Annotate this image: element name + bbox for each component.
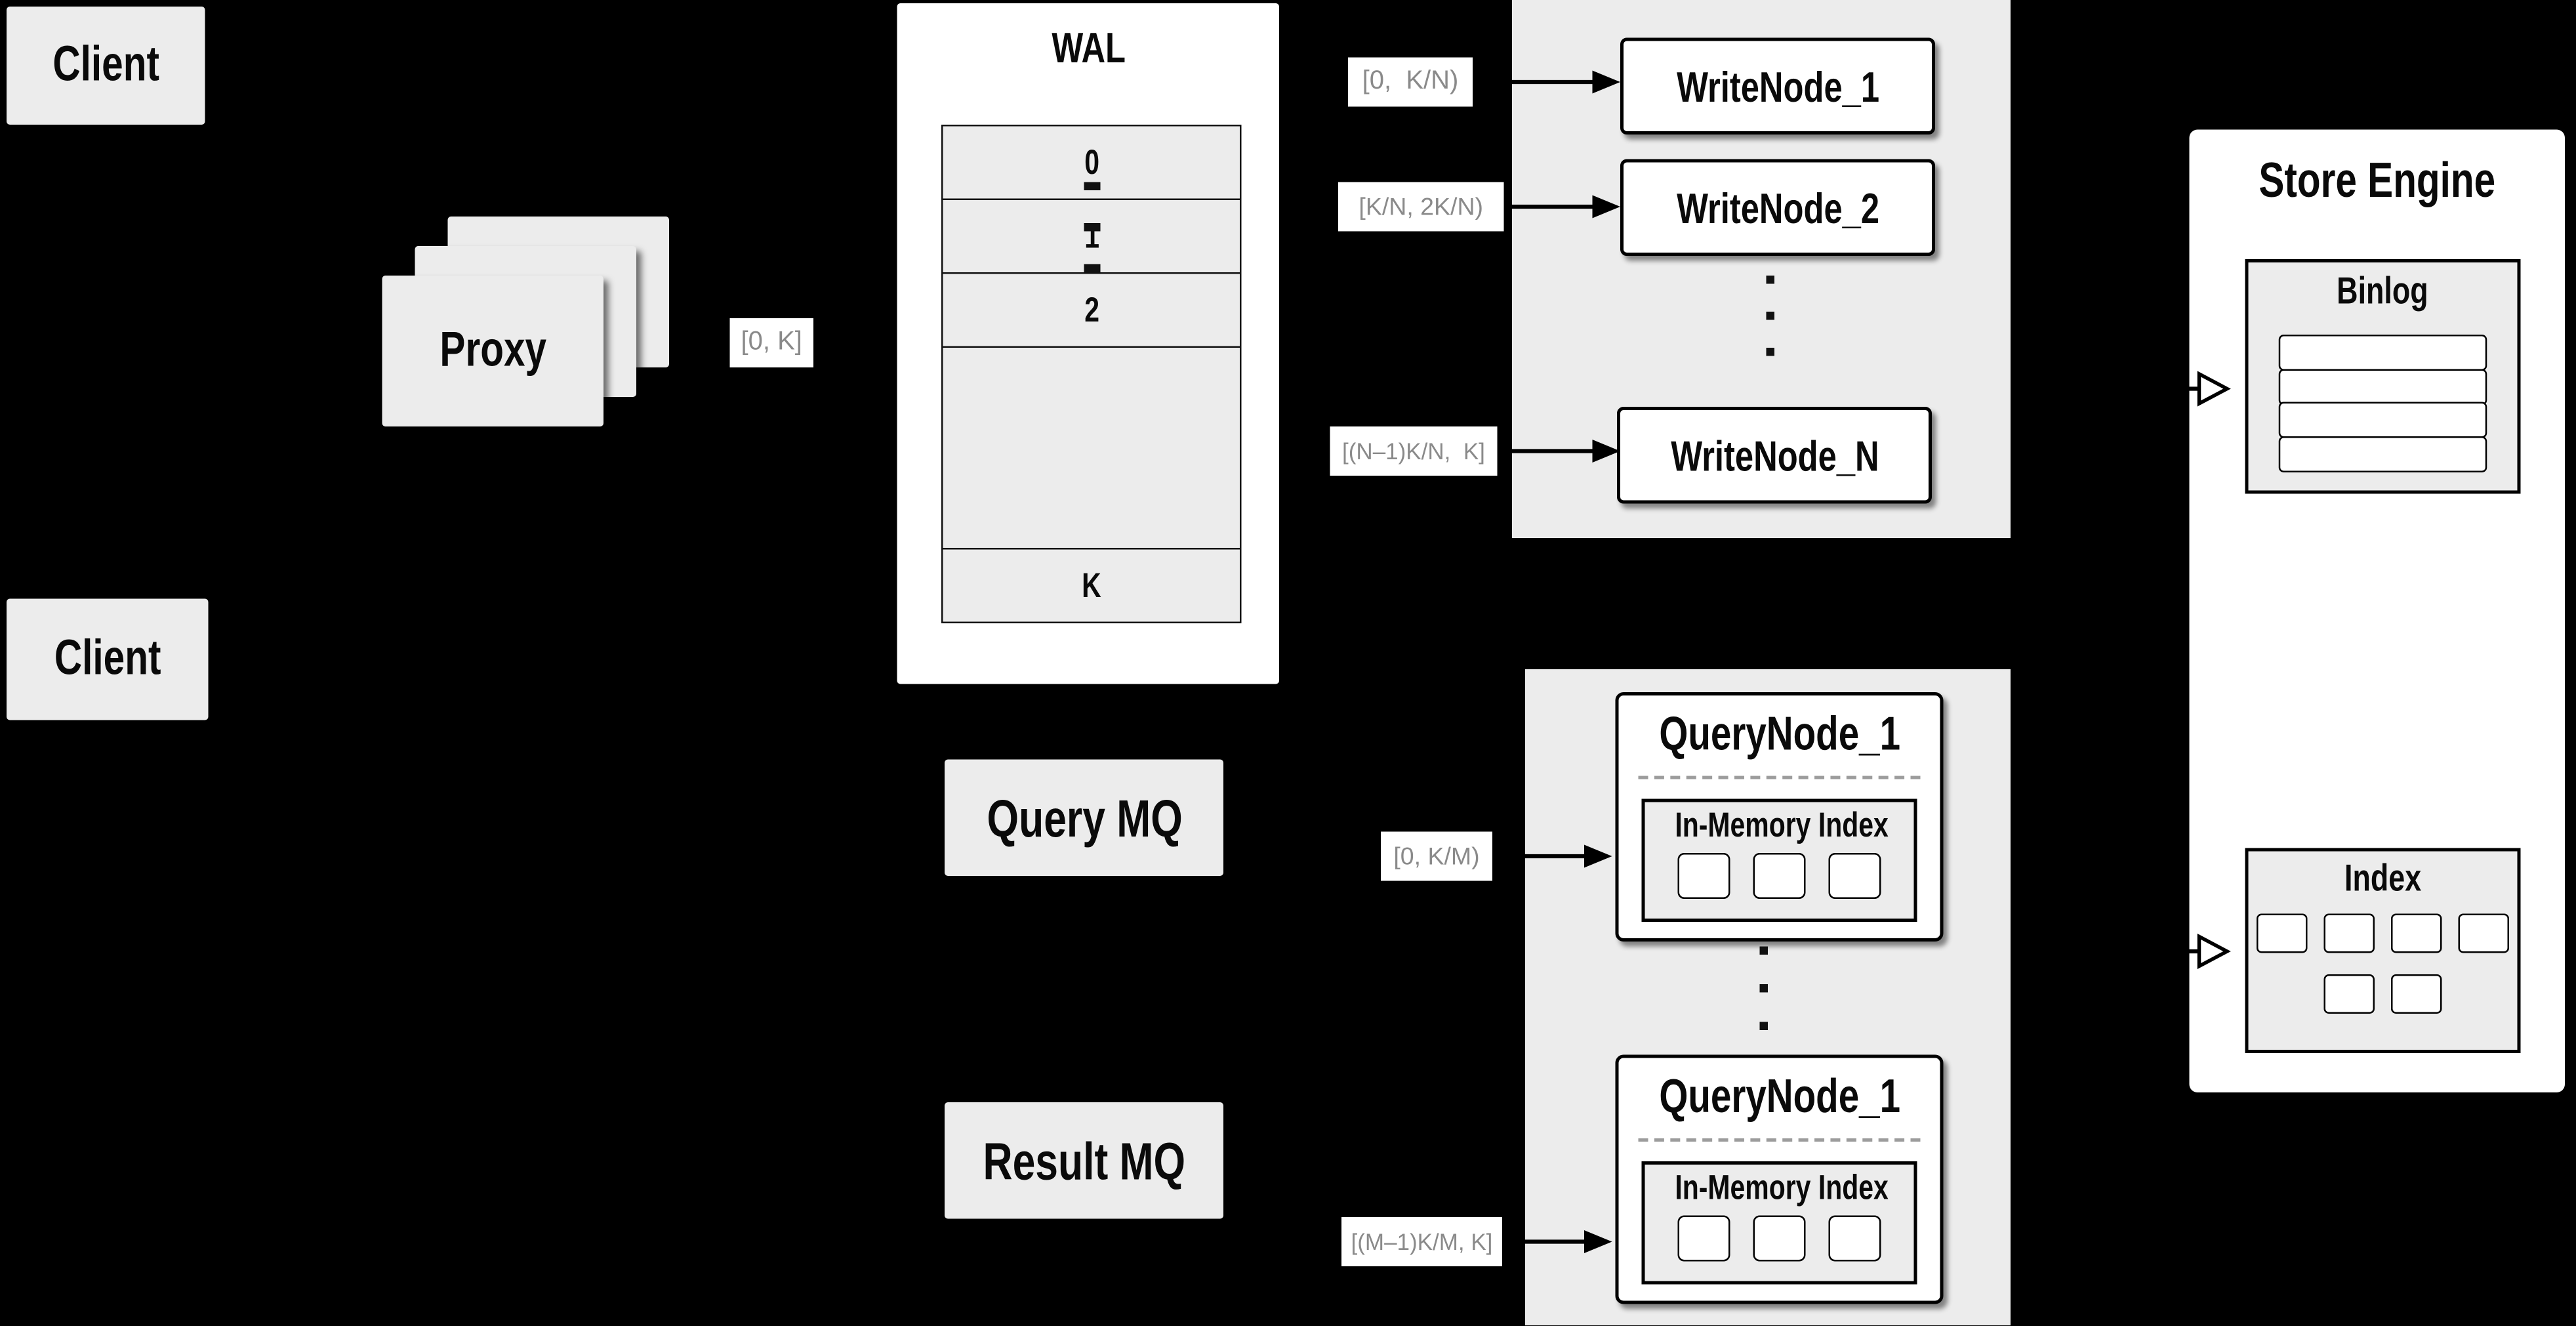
range-chip-writenode-1: [0, K/N) bbox=[1348, 57, 1473, 107]
wal-segment-k: K bbox=[943, 549, 1240, 622]
arrowhead-filled-icon bbox=[1592, 440, 1620, 463]
result-mq-box: Result MQ bbox=[945, 1102, 1223, 1219]
range-chip-querynode-1: [0, K/M) bbox=[1381, 831, 1492, 881]
writenode-2-label: WriteNode_2 bbox=[1676, 182, 1879, 232]
index-cell bbox=[2257, 913, 2308, 953]
writenode-1: WriteNode_1 bbox=[1620, 37, 1935, 135]
ellipsis-dot-icon bbox=[1759, 946, 1768, 955]
memory-cell bbox=[1828, 1215, 1881, 1262]
querynode-m-title: QueryNode_1 bbox=[1658, 1071, 1900, 1124]
writenode-n: WriteNode_N bbox=[1617, 407, 1932, 504]
range-chip-writenode-n: [(N–1)K/N, K] bbox=[1330, 426, 1498, 476]
ellipsis-dash-icon bbox=[1083, 264, 1100, 272]
querynode-divider bbox=[1638, 1138, 1921, 1142]
index-cell bbox=[2391, 913, 2442, 953]
binlog-row bbox=[2278, 368, 2487, 405]
arrowhead-filled-icon bbox=[1584, 844, 1612, 868]
ellipsis-dot-icon bbox=[1759, 984, 1768, 993]
arrowhead-open-icon bbox=[2197, 371, 2231, 407]
in-memory-index-box-m: In-Memory Index bbox=[1641, 1161, 1917, 1285]
arrowhead-open-icon bbox=[2197, 933, 2231, 970]
store-engine-panel: Store Engine Binlog Index bbox=[2189, 129, 2565, 1092]
wal-segment-list: 0 1 2 K bbox=[941, 125, 1242, 623]
memory-cell bbox=[1753, 1215, 1806, 1262]
ellipsis-dot-icon bbox=[1766, 276, 1774, 284]
index-title: Index bbox=[2344, 856, 2422, 899]
index-cell bbox=[2323, 913, 2375, 953]
in-memory-index-title: In-Memory Index bbox=[1675, 807, 1889, 845]
client-top-label: Client bbox=[52, 37, 159, 92]
wal-segment-ellipsis bbox=[943, 182, 1240, 550]
ellipsis-dash-icon bbox=[1083, 223, 1100, 231]
index-cell-grid bbox=[2249, 913, 2518, 1014]
arrowhead-filled-icon bbox=[1592, 195, 1620, 218]
binlog-box: Binlog bbox=[2245, 259, 2521, 494]
client-bottom-label: Client bbox=[54, 631, 161, 686]
in-memory-index-title: In-Memory Index bbox=[1675, 1169, 1889, 1207]
writenode-1-label: WriteNode_1 bbox=[1676, 61, 1879, 111]
result-mq-label: Result MQ bbox=[983, 1130, 1185, 1190]
range-chip-querynode-m: [(M–1)K/M, K] bbox=[1341, 1217, 1502, 1266]
index-box: Index bbox=[2245, 848, 2521, 1053]
binlog-row bbox=[2278, 435, 2487, 472]
writenode-n-label: WriteNode_N bbox=[1670, 430, 1879, 480]
wal-title: WAL bbox=[1051, 23, 1126, 72]
querynode-divider bbox=[1638, 776, 1921, 779]
ellipsis-dot-icon bbox=[1766, 348, 1774, 356]
memory-cell-row bbox=[1645, 853, 1914, 899]
proxy-card-front: Proxy bbox=[382, 276, 603, 426]
memory-cell-row bbox=[1645, 1215, 1914, 1262]
ellipsis-dash-icon bbox=[1083, 182, 1100, 190]
ellipsis-dot-icon bbox=[1766, 312, 1774, 320]
binlog-title: Binlog bbox=[2337, 269, 2429, 312]
querynode-1: QueryNode_1 In-Memory Index bbox=[1615, 692, 1944, 942]
range-chip-writenode-2: [K/N, 2K/N) bbox=[1338, 182, 1504, 232]
store-engine-title: Store Engine bbox=[2259, 154, 2496, 209]
ellipsis-dot-icon bbox=[1759, 1022, 1768, 1030]
client-box-bottom: Client bbox=[7, 598, 209, 720]
binlog-row bbox=[2278, 335, 2487, 371]
memory-cell bbox=[1677, 853, 1730, 899]
writenode-2: WriteNode_2 bbox=[1620, 159, 1935, 256]
wal-panel: WAL 0 1 2 K bbox=[897, 3, 1279, 684]
wal-segment-2: 2 bbox=[943, 274, 1240, 348]
querynode-panel: QueryNode_1 In-Memory Index QueryNode_1 … bbox=[1525, 669, 2011, 1325]
querynode-m: QueryNode_1 In-Memory Index bbox=[1615, 1054, 1944, 1304]
query-mq-box: Query MQ bbox=[945, 759, 1223, 876]
arrowhead-filled-icon bbox=[1592, 70, 1620, 94]
memory-cell bbox=[1828, 853, 1881, 899]
query-mq-label: Query MQ bbox=[986, 788, 1182, 848]
querynode-1-title: QueryNode_1 bbox=[1658, 709, 1900, 761]
memory-cell bbox=[1677, 1215, 1730, 1262]
binlog-row-list bbox=[2278, 335, 2487, 472]
client-box-top: Client bbox=[7, 7, 205, 125]
in-memory-index-box-1: In-Memory Index bbox=[1641, 798, 1917, 922]
arrowhead-filled-icon bbox=[1584, 1230, 1612, 1253]
memory-cell bbox=[1753, 853, 1806, 899]
index-cell bbox=[2323, 974, 2375, 1014]
index-cell bbox=[2391, 974, 2442, 1014]
wal-segment-1: 1 bbox=[943, 200, 1240, 274]
index-cell bbox=[2458, 913, 2509, 953]
range-chip-proxy-out: [0, K] bbox=[729, 318, 813, 367]
proxy-label: Proxy bbox=[439, 323, 546, 377]
binlog-row bbox=[2278, 402, 2487, 438]
